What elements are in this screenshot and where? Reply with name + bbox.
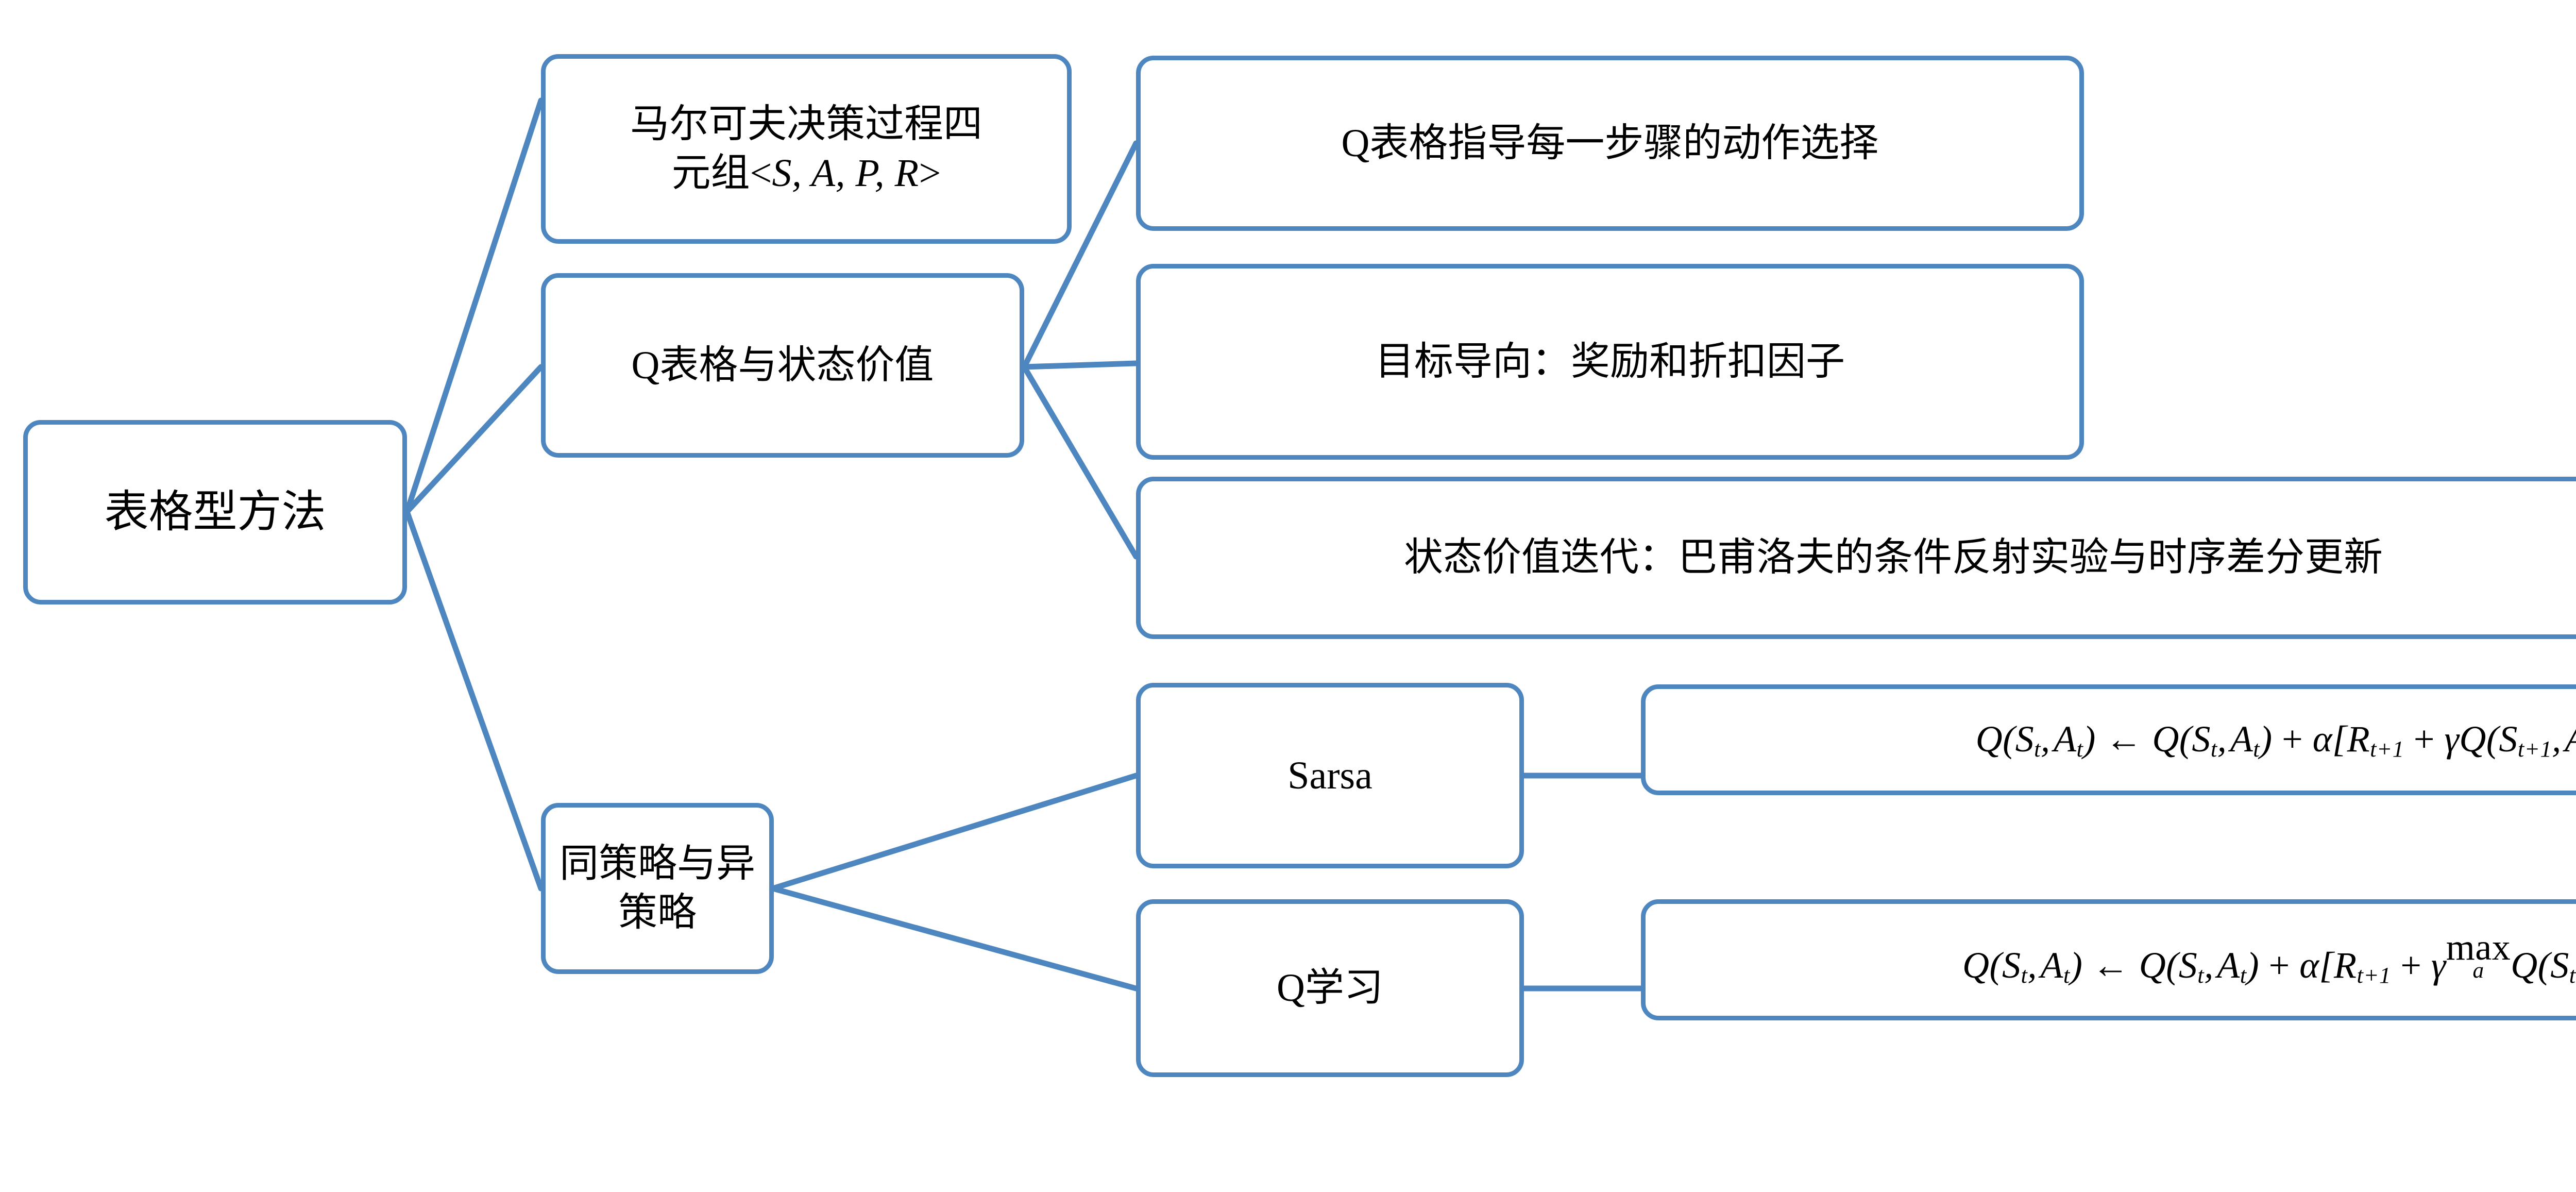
node-sarsa-formula[interactable]: Q(St, At) ← Q(St, At) + α[Rt+1 + γQ(St+1…: [1641, 684, 2576, 795]
edge-policy-to-qlearning: [770, 885, 1139, 992]
node-root-label: 表格型方法: [104, 487, 326, 537]
node-mdp-line1: 马尔可夫决策过程四: [630, 103, 982, 146]
edge-root-to-policy: [404, 509, 544, 892]
node-q-table-state-value[interactable]: Q表格与状态价值: [541, 273, 1024, 458]
edge-qtable-to-child2: [1021, 360, 1139, 370]
node-goal-oriented-label: 目标导向：奖励和折扣因子: [1375, 340, 1845, 383]
node-q-learning-label: Q学习: [1277, 966, 1383, 1010]
node-on-off-policy-label: 同策略与异策略: [560, 842, 755, 934]
edge-root-to-mdp: [404, 97, 544, 515]
node-q-guide-action-label: Q表格指导每一步骤的动作选择: [1341, 121, 1879, 165]
node-state-value-iteration-label: 状态价值迭代：巴甫洛夫的条件反射实验与时序差分更新: [1404, 536, 2383, 579]
node-mdp-line2: 元组<S, A, P, R>: [671, 152, 941, 195]
node-goal-oriented[interactable]: 目标导向：奖励和折扣因子: [1136, 264, 2084, 460]
node-q-guide-action[interactable]: Q表格指导每一步骤的动作选择: [1136, 56, 2084, 231]
edge-qtable-to-child3: [1021, 364, 1139, 560]
node-q-learning[interactable]: Q学习: [1136, 899, 1524, 1077]
node-root[interactable]: 表格型方法: [23, 420, 407, 605]
node-sarsa[interactable]: Sarsa: [1136, 683, 1524, 868]
node-q-table-state-value-label: Q表格与状态价值: [631, 343, 934, 387]
edge-root-to-qtable: [404, 364, 544, 515]
node-mdp[interactable]: 马尔可夫决策过程四 元组<S, A, P, R>: [541, 54, 1072, 244]
edge-policy-to-sarsa: [770, 773, 1139, 892]
node-mdp-label: 马尔可夫决策过程四 元组<S, A, P, R>: [546, 100, 1067, 198]
sarsa-formula-expression: Q(St, At) ← Q(St, At) + α[Rt+1 + γQ(St+1…: [1975, 718, 2576, 762]
node-state-value-iteration[interactable]: 状态价值迭代：巴甫洛夫的条件反射实验与时序差分更新: [1136, 477, 2576, 639]
node-on-off-policy[interactable]: 同策略与异策略: [541, 803, 774, 974]
node-sarsa-label: Sarsa: [1287, 753, 1372, 797]
